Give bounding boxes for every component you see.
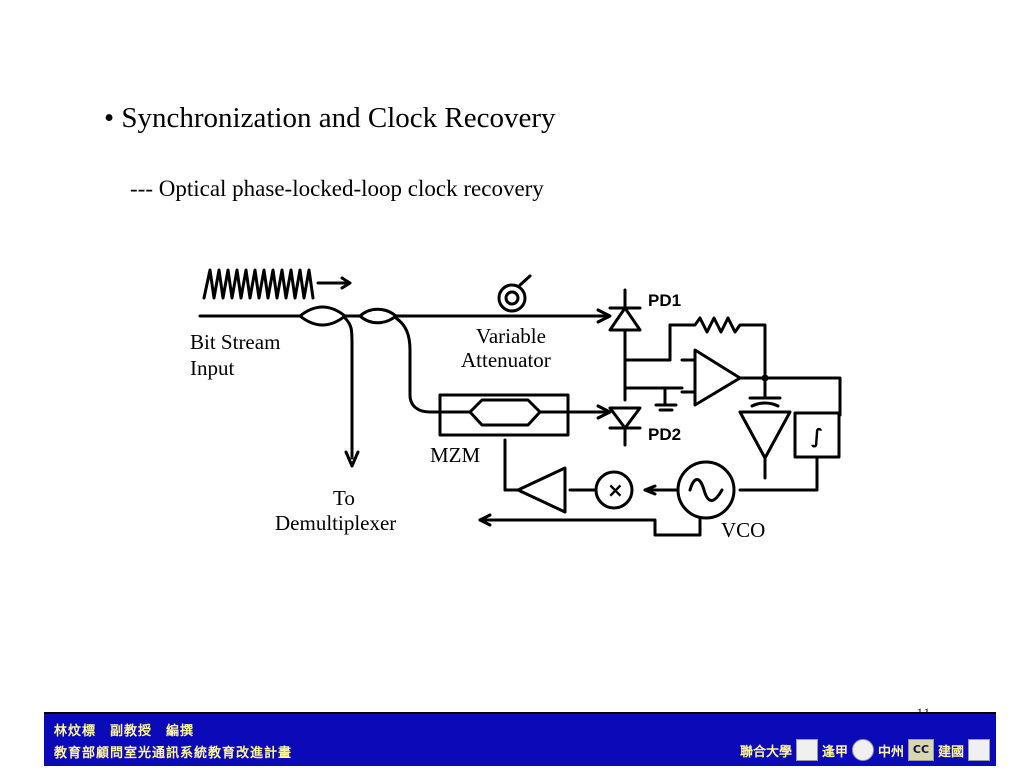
footer-bar: 林炆標 副教授 編撰 教育部顧問室光通訊系統教育改進計畫 聯合大學 逢甲 中州 … — [44, 712, 996, 766]
partner-zhongzhou: 中州 — [877, 744, 904, 760]
vco-label: VCO — [721, 518, 765, 542]
jianguo-logo-icon — [968, 739, 990, 761]
sub-heading: --- Optical phase-locked-loop clock reco… — [130, 176, 544, 201]
mzm-label: MZM — [430, 443, 481, 467]
attenuator-label: Attenuator — [461, 348, 551, 372]
lianhe-logo-icon — [795, 739, 818, 761]
demultiplexer-label: Demultiplexer — [275, 511, 396, 535]
pd2-label: PD2 — [648, 425, 681, 444]
mzm-modulator — [438, 393, 570, 437]
bullet-heading: • Synchronization and Clock Recovery — [104, 102, 556, 134]
partner-fengjia: 逢甲 — [821, 744, 848, 760]
variable-label: Variable — [476, 324, 546, 348]
author-line: 林炆標 副教授 編撰 — [54, 724, 195, 739]
op-amp — [693, 348, 742, 407]
cc-logo-icon: CC — [907, 739, 934, 761]
coupler-1 — [298, 305, 347, 327]
input-label: Input — [190, 356, 234, 380]
pd2-detector — [608, 406, 642, 430]
program-line: 教育部顧問室光通訊系統教育改進計畫 — [54, 746, 293, 761]
attenuator-coil — [497, 283, 527, 313]
partner-lianhe: 聯合大學 — [739, 744, 792, 760]
pd1-label: PD1 — [648, 291, 681, 310]
to-label: To — [333, 486, 355, 510]
fengjia-logo-icon — [851, 739, 874, 761]
pd1-detector — [608, 306, 642, 332]
vco-oscillator — [676, 460, 736, 520]
partner-jianguo: 建國 — [937, 744, 964, 760]
drive-amplifier — [516, 466, 567, 514]
pulse-train — [202, 268, 315, 300]
coupler-2 — [358, 307, 398, 325]
bit-stream-label: Bit Stream — [190, 330, 280, 354]
integrator-symbol: ∫ — [811, 424, 823, 448]
multiplier-symbol: × — [607, 478, 624, 502]
loop-amplifier — [738, 410, 792, 460]
partner-logos: 聯合大學 逢甲 中州 CC 建國 — [740, 739, 990, 761]
